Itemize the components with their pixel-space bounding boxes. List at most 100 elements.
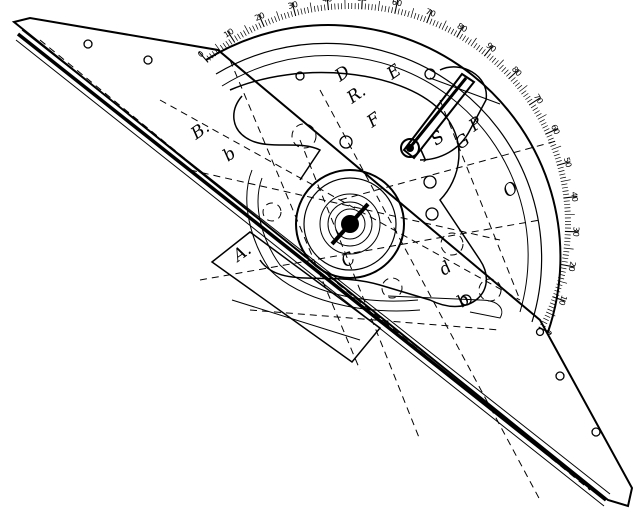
scale-tick — [552, 296, 566, 302]
scale-tick — [561, 183, 568, 186]
scale-number: 40 — [322, 0, 333, 4]
scale-tick — [283, 12, 287, 19]
scale-tick — [561, 263, 576, 268]
scale-tick — [270, 17, 274, 24]
scale-tick — [290, 11, 293, 17]
scale-tick — [499, 64, 504, 70]
scale-number: 70 — [424, 7, 437, 19]
scale-tick — [222, 42, 227, 49]
scale-tick — [420, 15, 423, 22]
scale-tick — [453, 30, 458, 36]
scale-tick — [525, 95, 531, 100]
scale-tick — [549, 302, 556, 306]
scale-tick — [206, 55, 211, 61]
scale-tick — [514, 82, 521, 87]
scale-tick — [226, 30, 236, 43]
scale-tick — [307, 7, 310, 14]
scale-tick — [563, 250, 570, 253]
scale-tick — [381, 5, 383, 12]
scale-tick — [562, 254, 569, 256]
scale-tick — [556, 283, 563, 286]
scale-tick — [527, 98, 533, 103]
scale-tick — [553, 153, 560, 157]
scale-tick — [561, 260, 568, 263]
scale-number: 80 — [456, 21, 469, 34]
scale-tick — [510, 77, 516, 82]
label-A: A. — [228, 240, 256, 268]
scale-tick — [264, 19, 268, 26]
scale-tick — [546, 311, 556, 317]
scale-tick — [491, 57, 497, 63]
scale-number: 30 — [287, 0, 299, 11]
scale-number: 60 — [549, 123, 561, 136]
scale-tick — [243, 30, 247, 36]
scale-tick — [506, 72, 511, 77]
scale-numbers: 010203040506070809080706050403020100 — [196, 0, 581, 337]
scale-tick — [249, 27, 253, 33]
label-O: O — [499, 178, 522, 202]
scale-tick — [407, 11, 410, 17]
scale-tick — [508, 68, 520, 80]
scale-tick — [214, 48, 219, 55]
scale-tick — [214, 43, 222, 53]
scale-tick — [555, 286, 562, 290]
scale-tick — [473, 43, 478, 49]
block-A — [210, 231, 382, 364]
scale-tick — [459, 33, 464, 40]
scale-tick — [545, 127, 559, 135]
scale-tick — [540, 122, 547, 126]
scale-tick — [523, 93, 529, 98]
scale-tick — [501, 67, 507, 72]
scale-tick — [561, 186, 568, 189]
scale-tick — [456, 24, 465, 38]
scale-tick — [377, 0, 380, 11]
base-plate — [229, 71, 503, 319]
scale-tick — [280, 13, 284, 20]
scale-tick — [559, 273, 565, 276]
scale-tick — [404, 10, 407, 17]
scale-tick — [551, 299, 557, 303]
scale-tick — [552, 150, 559, 154]
scale-tick — [562, 190, 569, 192]
scale-tick — [219, 44, 225, 51]
scale-number: 90 — [484, 41, 498, 54]
letter-labels: A. B. C D E F R. I S G P O b b d — [187, 60, 523, 312]
scale-number: 70 — [532, 92, 545, 105]
scale-tick — [559, 173, 566, 176]
scale-tick — [562, 193, 569, 196]
scale-tick — [503, 69, 509, 75]
scale-tick — [237, 33, 241, 40]
label-F: F — [363, 108, 386, 132]
scale-tick — [467, 39, 472, 45]
scale-tick — [413, 12, 417, 19]
scale-tick — [564, 240, 571, 243]
scale-tick — [330, 3, 333, 10]
scale-tick — [228, 39, 233, 45]
scale-tick — [483, 44, 494, 57]
scale-tick — [543, 128, 550, 132]
scale-tick — [558, 170, 565, 173]
pivot-points — [262, 68, 502, 306]
scale-number: 50 — [562, 156, 573, 168]
scale-tick — [368, 3, 370, 10]
scale-tick — [423, 16, 426, 23]
scale-tick — [530, 104, 537, 109]
scale-tick — [537, 114, 547, 120]
scale-tick — [546, 134, 553, 138]
scale-number: 40 — [569, 191, 579, 202]
scale-tick — [548, 305, 555, 309]
scale-tick — [287, 11, 290, 18]
scale-tick — [387, 6, 390, 13]
hub-C — [295, 169, 405, 279]
scale-tick — [532, 107, 538, 111]
scale-tick — [559, 270, 566, 273]
scale-tick — [496, 59, 504, 68]
scale-tick — [317, 5, 319, 12]
scale-tick — [198, 51, 209, 63]
scale-tick — [550, 143, 557, 147]
scale-tick — [549, 140, 556, 144]
construction-lines — [39, 39, 591, 501]
scale-tick — [313, 5, 316, 12]
scale-tick — [562, 257, 569, 260]
